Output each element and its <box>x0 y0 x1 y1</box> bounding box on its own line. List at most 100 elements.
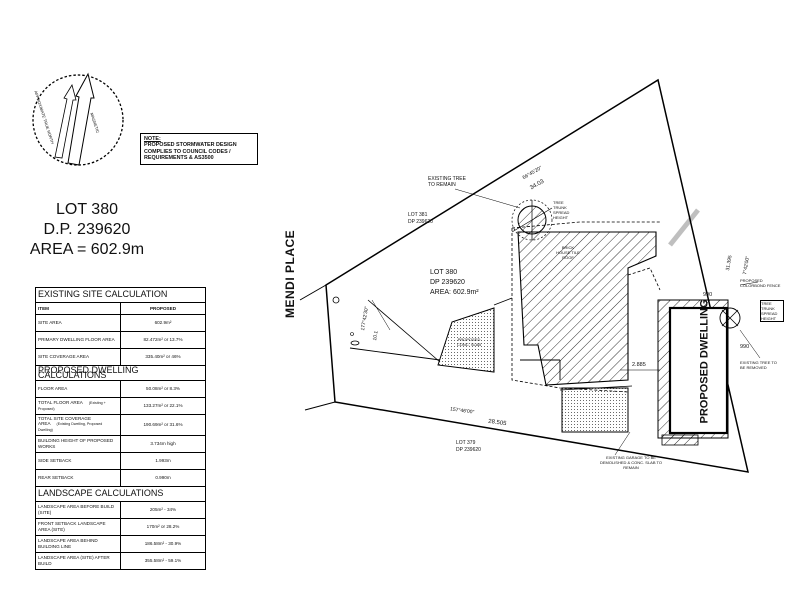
tree-spread-label-2: TREE TRUNK SPREAD HEIGHT <box>760 300 784 322</box>
lot380-plan-dp: DP 239620 <box>430 279 465 286</box>
table-row: REAR SETBACK 0.990m <box>35 468 206 487</box>
row-item-text: PRIMARY DWELLING FLOOR AREA <box>38 337 115 343</box>
landscape-section: LANDSCAPE CALCULATIONS <box>35 485 206 502</box>
row-value: 3.734m high <box>120 434 206 453</box>
table-row: PRIMARY DWELLING FLOOR AREA 82.472m² or 1… <box>35 331 206 349</box>
row-value: 50.08m² or 8.3% <box>120 380 206 398</box>
row-value: 205m² - 34% <box>120 500 206 519</box>
proposed-dwelling-section-title: PROPOSED DWELLING CALCULATIONS <box>35 365 206 381</box>
proposed-dwelling-label: PROPOSED DWELLING <box>698 299 711 424</box>
table-row: TOTAL FLOOR AREA(Existing + Proposed)133… <box>35 397 206 415</box>
garage-demolish-label: EXISTING GARAGE TO BE DEMOLISHED & CONC.… <box>599 455 663 470</box>
lot381-dp: DP 239620 <box>408 219 433 225</box>
table-row: FRONT SETBACK LANDSCAPE AREA (SITE) 170m²… <box>35 517 206 536</box>
lot-boundary <box>325 78 749 473</box>
lot380-plan-area: AREA: 602.9m² <box>430 289 479 296</box>
existing-house <box>517 231 657 386</box>
existing-tree <box>511 199 553 241</box>
row-value: 335.40m² or 46% <box>120 348 206 366</box>
row-value: 0.990m <box>120 468 206 487</box>
row-item-text: SIDE SETBACK <box>38 458 72 463</box>
row-item: LANDSCAPE AREA (SITE) AFTER BUILD <box>35 551 121 570</box>
dim-990-a: 990 <box>703 292 713 298</box>
row-item-note: (Existing Dwelling, Proposed Dwelling) <box>38 422 103 433</box>
proposed-concrete-slab <box>437 307 495 373</box>
col-proposed: PROPOSED <box>120 302 206 315</box>
existing-tree-label: EXISTING TREE TO REMAIN <box>428 176 466 188</box>
tree-to-remove <box>719 307 741 329</box>
row-item: SITE COVERAGE AREA <box>35 348 121 366</box>
row-value: 602.9m² <box>120 314 206 332</box>
deposited-plan: D.P. 239620 <box>43 221 131 238</box>
row-item: TOTAL SITE COVERAGE AREA(Existing Dwelli… <box>35 414 121 436</box>
proposed-dwelling <box>657 299 729 446</box>
north-arrow <box>32 72 124 166</box>
row-item: REAR SETBACK <box>35 468 121 487</box>
table-row: LANDSCAPE AREA (SITE) AFTER BUILD 355.58m… <box>35 551 206 570</box>
row-item: SIDE SETBACK <box>35 451 121 470</box>
lot-area: AREA = 602.9m <box>29 241 145 258</box>
brick-house-label: BRICK HOUSE TILE ROOF <box>556 245 580 260</box>
row-value: 190.69m² or 31.6% <box>120 414 206 436</box>
row-item-text: FRONT SETBACK LANDSCAPE AREA (SITE) <box>38 521 106 532</box>
lot380-plan-number: LOT 380 <box>430 269 458 276</box>
note-title: NOTE: <box>144 136 161 142</box>
tree-remove-label: EXISTING TREE TO BE REMOVED <box>740 360 777 370</box>
conc-slab-label: PROPOSED CONC. SLAB <box>456 337 482 347</box>
lot380-plan-label: LOT 380 DP 239620 AREA: 602.9m² <box>430 268 479 298</box>
tree-spread-label-1: TREE TRUNK SPREAD HEIGHT <box>553 200 570 220</box>
dim-990-b: 990 <box>740 344 750 350</box>
table-row: LANDSCAPE AREA BEHIND BUILDING LINE 186.5… <box>35 534 206 553</box>
landscape-section-title: LANDSCAPE CALCULATIONS <box>35 485 206 502</box>
row-item: FLOOR AREA <box>35 380 121 398</box>
row-item-text: LANDSCAPE AREA BEHIND BUILDING LINE <box>38 538 98 549</box>
row-value: 355.58m² - 59.1% <box>120 551 206 570</box>
row-value: 133.27m² or 22.1% <box>120 397 206 415</box>
row-item-text: LANDSCAPE AREA BEFORE BUILD (SITE) <box>38 504 115 515</box>
lot-info: LOT 380 D.P. 239620 AREA = 602.9m <box>12 200 162 260</box>
row-item: TOTAL FLOOR AREA(Existing + Proposed) <box>35 397 121 415</box>
row-item: FRONT SETBACK LANDSCAPE AREA (SITE) <box>35 517 121 536</box>
row-item-text: REAR SETBACK <box>38 475 74 480</box>
table-row: SITE AREA 602.9m² <box>35 314 206 332</box>
table-row: FLOOR AREA 50.08m² or 8.3% <box>35 380 206 398</box>
dim-2885: 2.885 <box>632 362 646 368</box>
row-item: SITE AREA <box>35 314 121 332</box>
colorbond-fence-label: PROPOSED COLORBOND FENCE <box>740 278 781 288</box>
road-name: MENDI PLACE <box>283 229 297 318</box>
row-item-text: SITE COVERAGE AREA <box>38 354 90 360</box>
lot379-label: LOT 379 DP 239620 <box>456 440 481 454</box>
row-item-text: SITE AREA <box>38 320 62 326</box>
table-row: LANDSCAPE AREA BEFORE BUILD (SITE) 205m² … <box>35 500 206 519</box>
row-item: LANDSCAPE AREA BEHIND BUILDING LINE <box>35 534 121 553</box>
existing-site-section-title: EXISTING SITE CALCULATION <box>35 287 206 303</box>
row-item-text: TOTAL SITE COVERAGE AREA <box>38 416 92 427</box>
row-value: 170m² or 28.2% <box>120 517 206 536</box>
row-item-text: LANDSCAPE AREA (SITE) AFTER BUILD <box>38 555 110 566</box>
row-item-text: FLOOR AREA <box>38 386 68 392</box>
existing-garage-slab <box>561 387 629 433</box>
proposed-dwelling-section: PROPOSED DWELLING CALCULATIONS <box>35 365 206 381</box>
lot379-dp: DP 239620 <box>456 447 481 453</box>
row-value: 1.993m <box>120 451 206 470</box>
row-item-note: (Existing + Proposed) <box>38 400 106 411</box>
lot381-label: LOT 381 DP 239620 <box>408 212 433 226</box>
lot-number: LOT 380 <box>56 201 118 218</box>
col-item: ITEM <box>35 302 121 315</box>
lot381-number: LOT 381 <box>408 212 428 218</box>
lot379-number: LOT 379 <box>456 440 476 446</box>
row-value: 186.58m² - 30.9% <box>120 534 206 553</box>
row-item: BUILDING HEIGHT OF PROPOSED WORKS <box>35 434 121 453</box>
row-item: PRIMARY DWELLING FLOOR AREA <box>35 331 121 349</box>
row-item: LANDSCAPE AREA BEFORE BUILD (SITE) <box>35 500 121 519</box>
row-value: 82.472m² or 13.7% <box>120 331 206 349</box>
row-item-text: BUILDING HEIGHT OF PROPOSED WORKS <box>38 438 114 449</box>
note-text: PROPOSED STORMWATER DESIGN COMPLIES TO C… <box>144 142 237 162</box>
table-row: SIDE SETBACK 1.993m <box>35 451 206 470</box>
table-row: SITE COVERAGE AREA 335.40m² or 46% <box>35 348 206 366</box>
existing-site-section: EXISTING SITE CALCULATION <box>35 287 206 303</box>
